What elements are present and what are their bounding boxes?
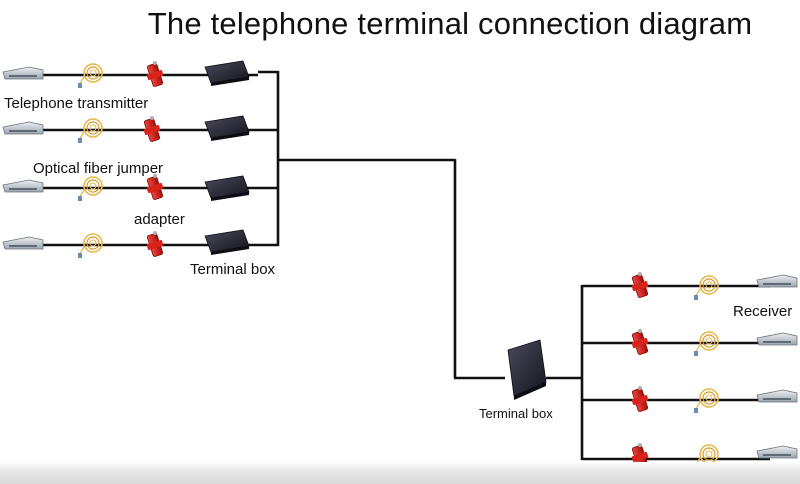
terminal-box-icon [204,115,250,142]
terminal-box-icon [204,60,250,87]
receiver-row-2 [582,328,798,357]
fiber-jumper-icon [693,275,719,301]
telephone-transmitter-icon [2,179,44,193]
transmitter-row-3 [2,173,258,202]
adapter-icon [630,328,650,356]
center-terminal-box-icon [507,339,547,400]
label-terminal-box-center: Terminal box [479,406,553,421]
receiver-row-1 [582,271,798,301]
telephone-transmitter-icon [2,66,44,80]
receiver-row-3 [582,385,798,414]
adapter-icon [142,115,162,143]
adapter-icon [145,173,165,201]
receiver-icon [756,445,798,459]
terminal-box-icon [204,229,250,256]
label-adapter: adapter [134,211,185,228]
label-telephone-transmitter: Telephone transmitter [4,95,149,112]
telephone-transmitter-icon [2,236,44,250]
telephone-transmitter-icon [2,121,44,135]
page-title: The telephone terminal connection diagra… [147,6,753,41]
label-terminal-box-left: Terminal box [190,261,276,278]
receiver-icon [756,389,798,403]
receiver-icon [756,332,798,346]
right-bus [546,285,584,460]
adapter-icon [630,385,650,413]
transmitter-row-4 [2,229,258,259]
transmitter-row-1 [2,60,258,89]
left-bus [258,70,505,380]
terminal-box-icon [204,175,250,202]
label-receiver: Receiver [733,303,793,320]
transmitter-row-2 [2,115,258,144]
adapter-icon [145,60,165,88]
adapter-icon [630,271,650,299]
receiver-icon [756,274,798,288]
floor-shadow [0,462,800,484]
receiver-row-4 [582,442,798,470]
label-optical-fiber-jumper: Optical fiber jumper [33,160,164,177]
adapter-icon [145,230,165,258]
